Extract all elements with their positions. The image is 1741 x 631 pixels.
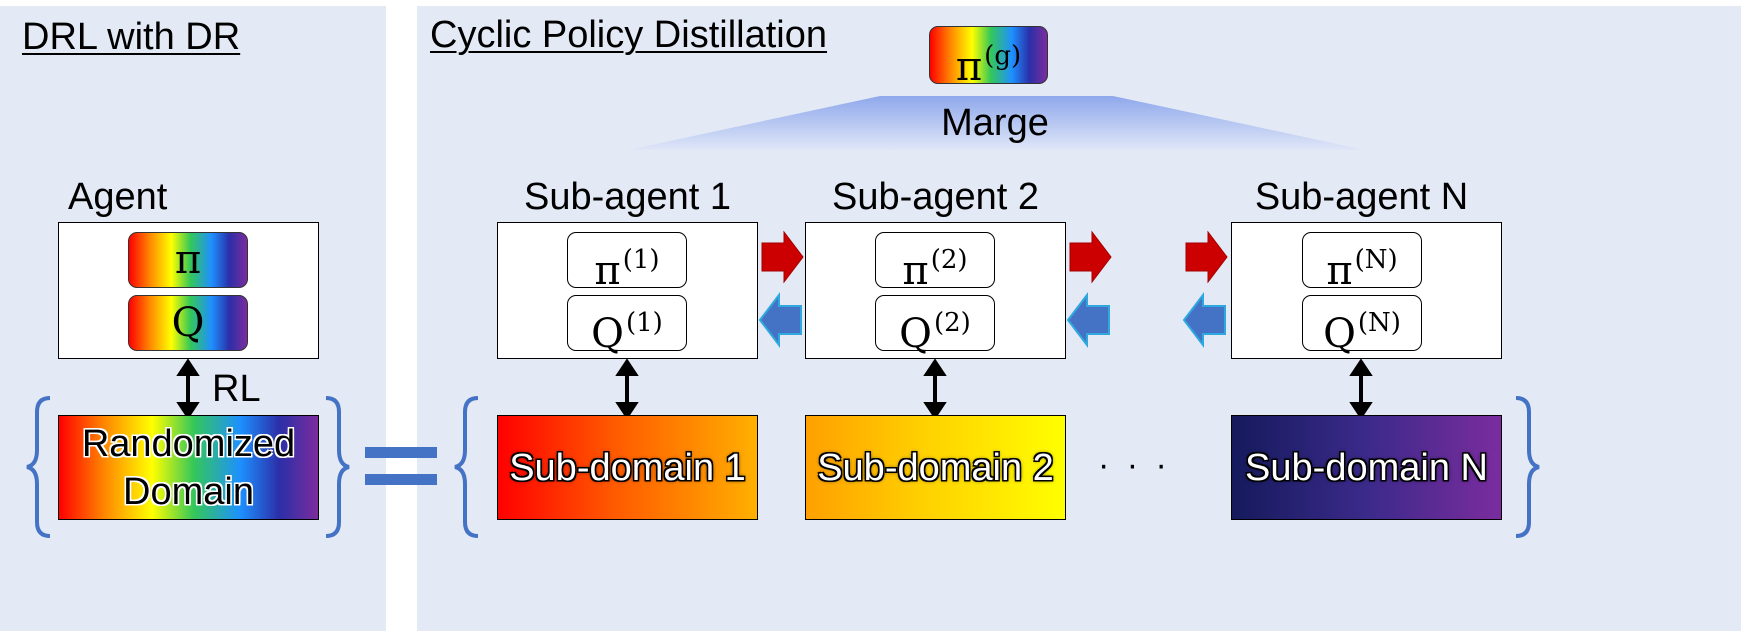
left-brace-close: [325, 396, 350, 538]
backward-arrow-1: [758, 292, 802, 348]
randomized-domain-box: Randomized Domain: [58, 415, 319, 520]
agent-label: Agent: [68, 176, 168, 218]
merge-label: Marge: [941, 102, 1049, 144]
sub-domain-n-box: Sub-domain N: [1231, 415, 1502, 520]
sub-agent-1-label: Sub-agent 1: [523, 176, 732, 218]
equals-sign: [365, 447, 437, 485]
global-policy-superscript: (g): [984, 41, 1022, 71]
sub-agent-n-q-sup: (N): [1357, 308, 1401, 338]
sub-agent-1-q-symbol: Q: [591, 311, 624, 357]
sub-agent-2-domain-arrow: [923, 358, 947, 420]
sub-agent-1-policy-pill: π(1): [567, 232, 687, 294]
sub-agent-n-policy-sup: (N): [1354, 245, 1398, 275]
sub-agent-n-box: π(N) Q(N): [1231, 222, 1502, 359]
sub-agent-1-box: π(1) Q(1): [497, 222, 758, 359]
sub-agent-1-domain-arrow: [615, 358, 639, 420]
forward-arrow-2: [1069, 230, 1112, 284]
randomized-domain-line2: Domain: [123, 470, 254, 513]
right-brace-open: [454, 396, 479, 538]
sub-domain-1-box: Sub-domain 1: [497, 415, 758, 520]
forward-arrow-3: [1185, 230, 1228, 284]
agent-box: π Q: [58, 222, 319, 359]
sub-agent-2-q-pill: Q(2): [875, 295, 995, 357]
agent-policy-symbol: π: [174, 237, 202, 283]
randomized-domain-line1: Randomized: [81, 422, 296, 465]
sub-agent-1-policy-sup: (1): [622, 245, 660, 275]
agent-q-symbol: Q: [171, 300, 205, 346]
right-brace-close: [1515, 396, 1540, 538]
sub-agent-n-label: Sub-agent N: [1254, 176, 1469, 218]
sub-agent-2-policy-sup: (2): [930, 245, 968, 275]
sub-agent-2-q-sup: (2): [933, 308, 971, 338]
forward-arrow-1: [761, 230, 804, 284]
sub-agent-n-domain-arrow: [1349, 358, 1373, 420]
global-policy-symbol: π: [955, 44, 983, 90]
left-brace-open: [26, 396, 51, 538]
merge-trapezoid: [628, 96, 1365, 150]
sub-agent-n-policy-symbol: π: [1326, 248, 1353, 294]
sub-agent-n-policy-pill: π(N): [1302, 232, 1422, 294]
backward-arrow-3: [1182, 292, 1226, 348]
sub-agent-2-policy-symbol: π: [902, 248, 929, 294]
sub-agent-n-q-pill: Q(N): [1302, 295, 1422, 357]
sub-agent-2-label: Sub-agent 2: [831, 176, 1040, 218]
sub-agent-1-policy-symbol: π: [594, 248, 621, 294]
sub-domain-n-label: Sub-domain N: [1245, 446, 1488, 489]
sub-agent-1-q-pill: Q(1): [567, 295, 687, 357]
sub-domain-2-label: Sub-domain 2: [817, 446, 1054, 489]
sub-agent-2-box: π(2) Q(2): [805, 222, 1066, 359]
right-panel-heading: Cyclic Policy Distillation: [430, 14, 827, 56]
sub-agent-2-q-symbol: Q: [899, 311, 932, 357]
rl-double-arrow: [176, 358, 200, 420]
sub-domain-2-box: Sub-domain 2: [805, 415, 1066, 520]
sub-agents-ellipsis: · · ·: [1098, 446, 1171, 484]
sub-domain-1-label: Sub-domain 1: [509, 446, 746, 489]
backward-arrow-2: [1066, 292, 1110, 348]
left-panel-heading: DRL with DR: [22, 16, 241, 58]
sub-agent-2-policy-pill: π(2): [875, 232, 995, 294]
global-policy-box: π(g): [929, 26, 1048, 90]
rl-label: RL: [212, 368, 261, 410]
agent-q-pill: Q: [128, 295, 248, 351]
sub-agent-1-q-sup: (1): [625, 308, 663, 338]
agent-policy-pill: π: [128, 232, 248, 288]
sub-agent-n-q-symbol: Q: [1323, 311, 1356, 357]
